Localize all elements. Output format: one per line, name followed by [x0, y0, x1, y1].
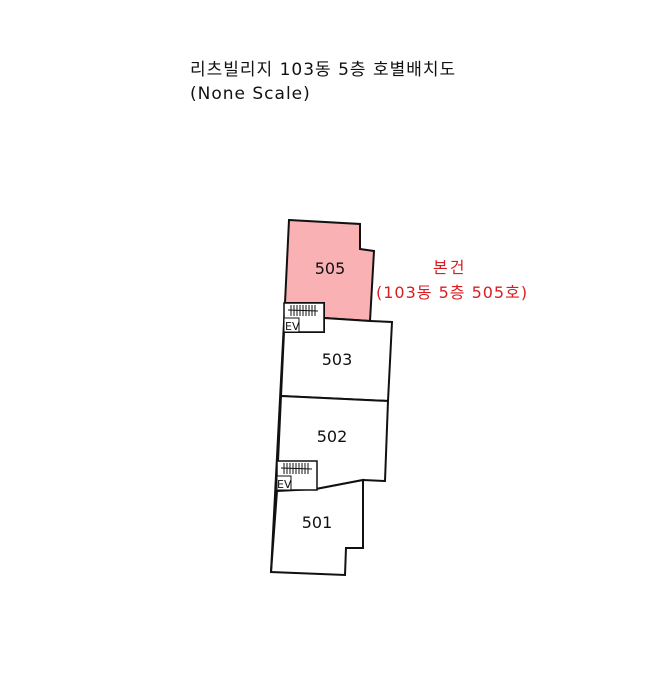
scale-note: (None Scale) — [190, 84, 311, 104]
unit-503-label: 503 — [322, 350, 353, 369]
unit-505-label: 505 — [315, 259, 346, 278]
unit-501-label: 501 — [302, 513, 333, 532]
unit-501: 501 — [269, 478, 364, 577]
elevator-core-2: EV — [276, 460, 318, 491]
elevator-core-1: EV — [283, 302, 325, 333]
page-title: 리츠빌리지 103동 5층 호별배치도 — [190, 60, 457, 80]
unit-502-label: 502 — [317, 427, 348, 446]
subject-unit-label: 본건 — [433, 258, 467, 277]
elevator-label: EV — [285, 320, 300, 333]
subject-unit-detail: (103동 5층 505호) — [376, 283, 529, 302]
elevator-label: EV — [277, 478, 292, 491]
